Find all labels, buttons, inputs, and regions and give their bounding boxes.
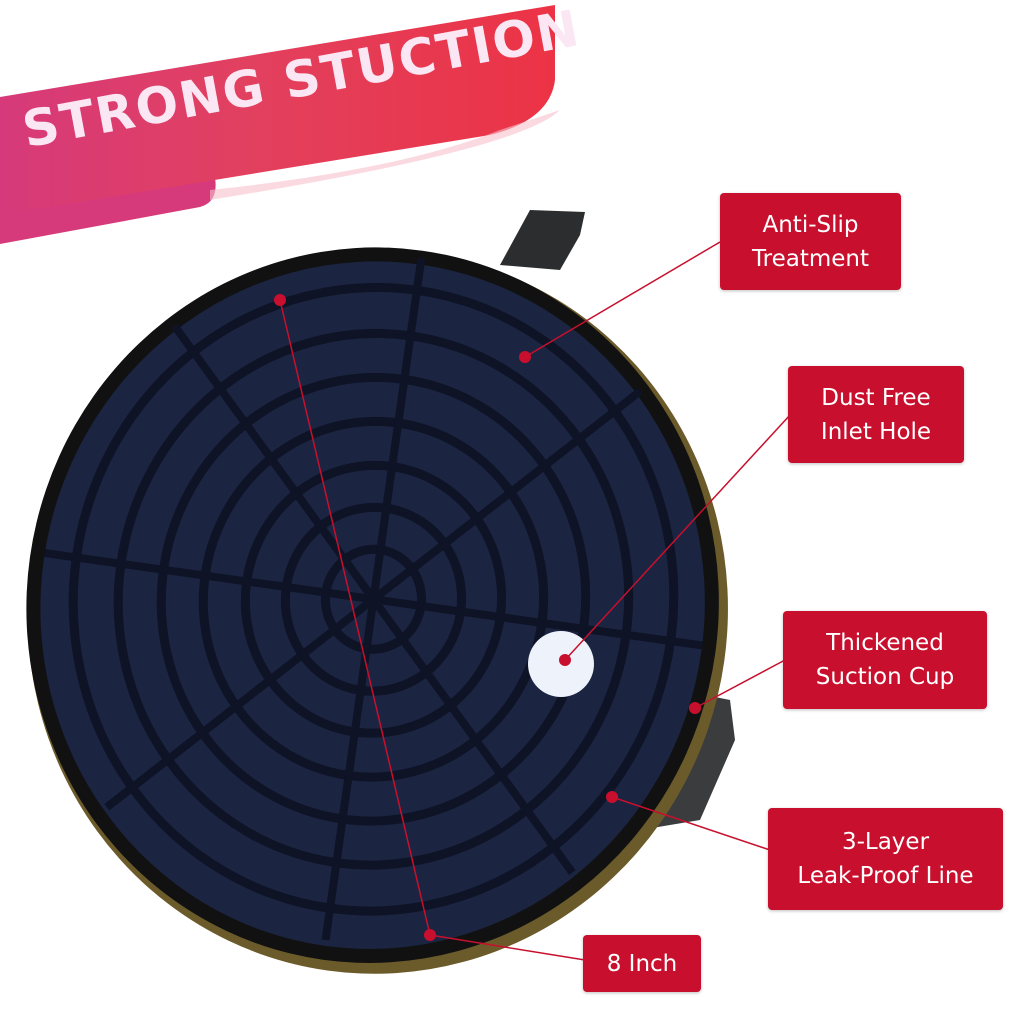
- dot-size-bottom: [424, 929, 436, 941]
- handle-top: [500, 210, 585, 270]
- callout-line: Anti-Slip: [762, 211, 859, 238]
- callout-line: Inlet Hole: [820, 418, 932, 445]
- callout-line: Treatment: [751, 245, 870, 272]
- callout-line: Leak-Proof Line: [797, 863, 974, 889]
- callout-size: 8 Inch: [583, 935, 701, 992]
- banner-ribbon: [0, 5, 560, 244]
- callout-line: Dust Free: [821, 384, 931, 411]
- callout-line: 8 Inch: [606, 950, 678, 977]
- callout-line: Thickened: [826, 630, 944, 656]
- dot-anti-slip: [519, 351, 531, 363]
- callout-line: Suction Cup: [815, 664, 955, 690]
- dot-leak-proof: [606, 791, 618, 803]
- dot-dust-free: [559, 654, 571, 666]
- dot-size-top: [274, 294, 286, 306]
- dot-thickened: [689, 702, 701, 714]
- callout-line: 3-Layer: [841, 829, 930, 855]
